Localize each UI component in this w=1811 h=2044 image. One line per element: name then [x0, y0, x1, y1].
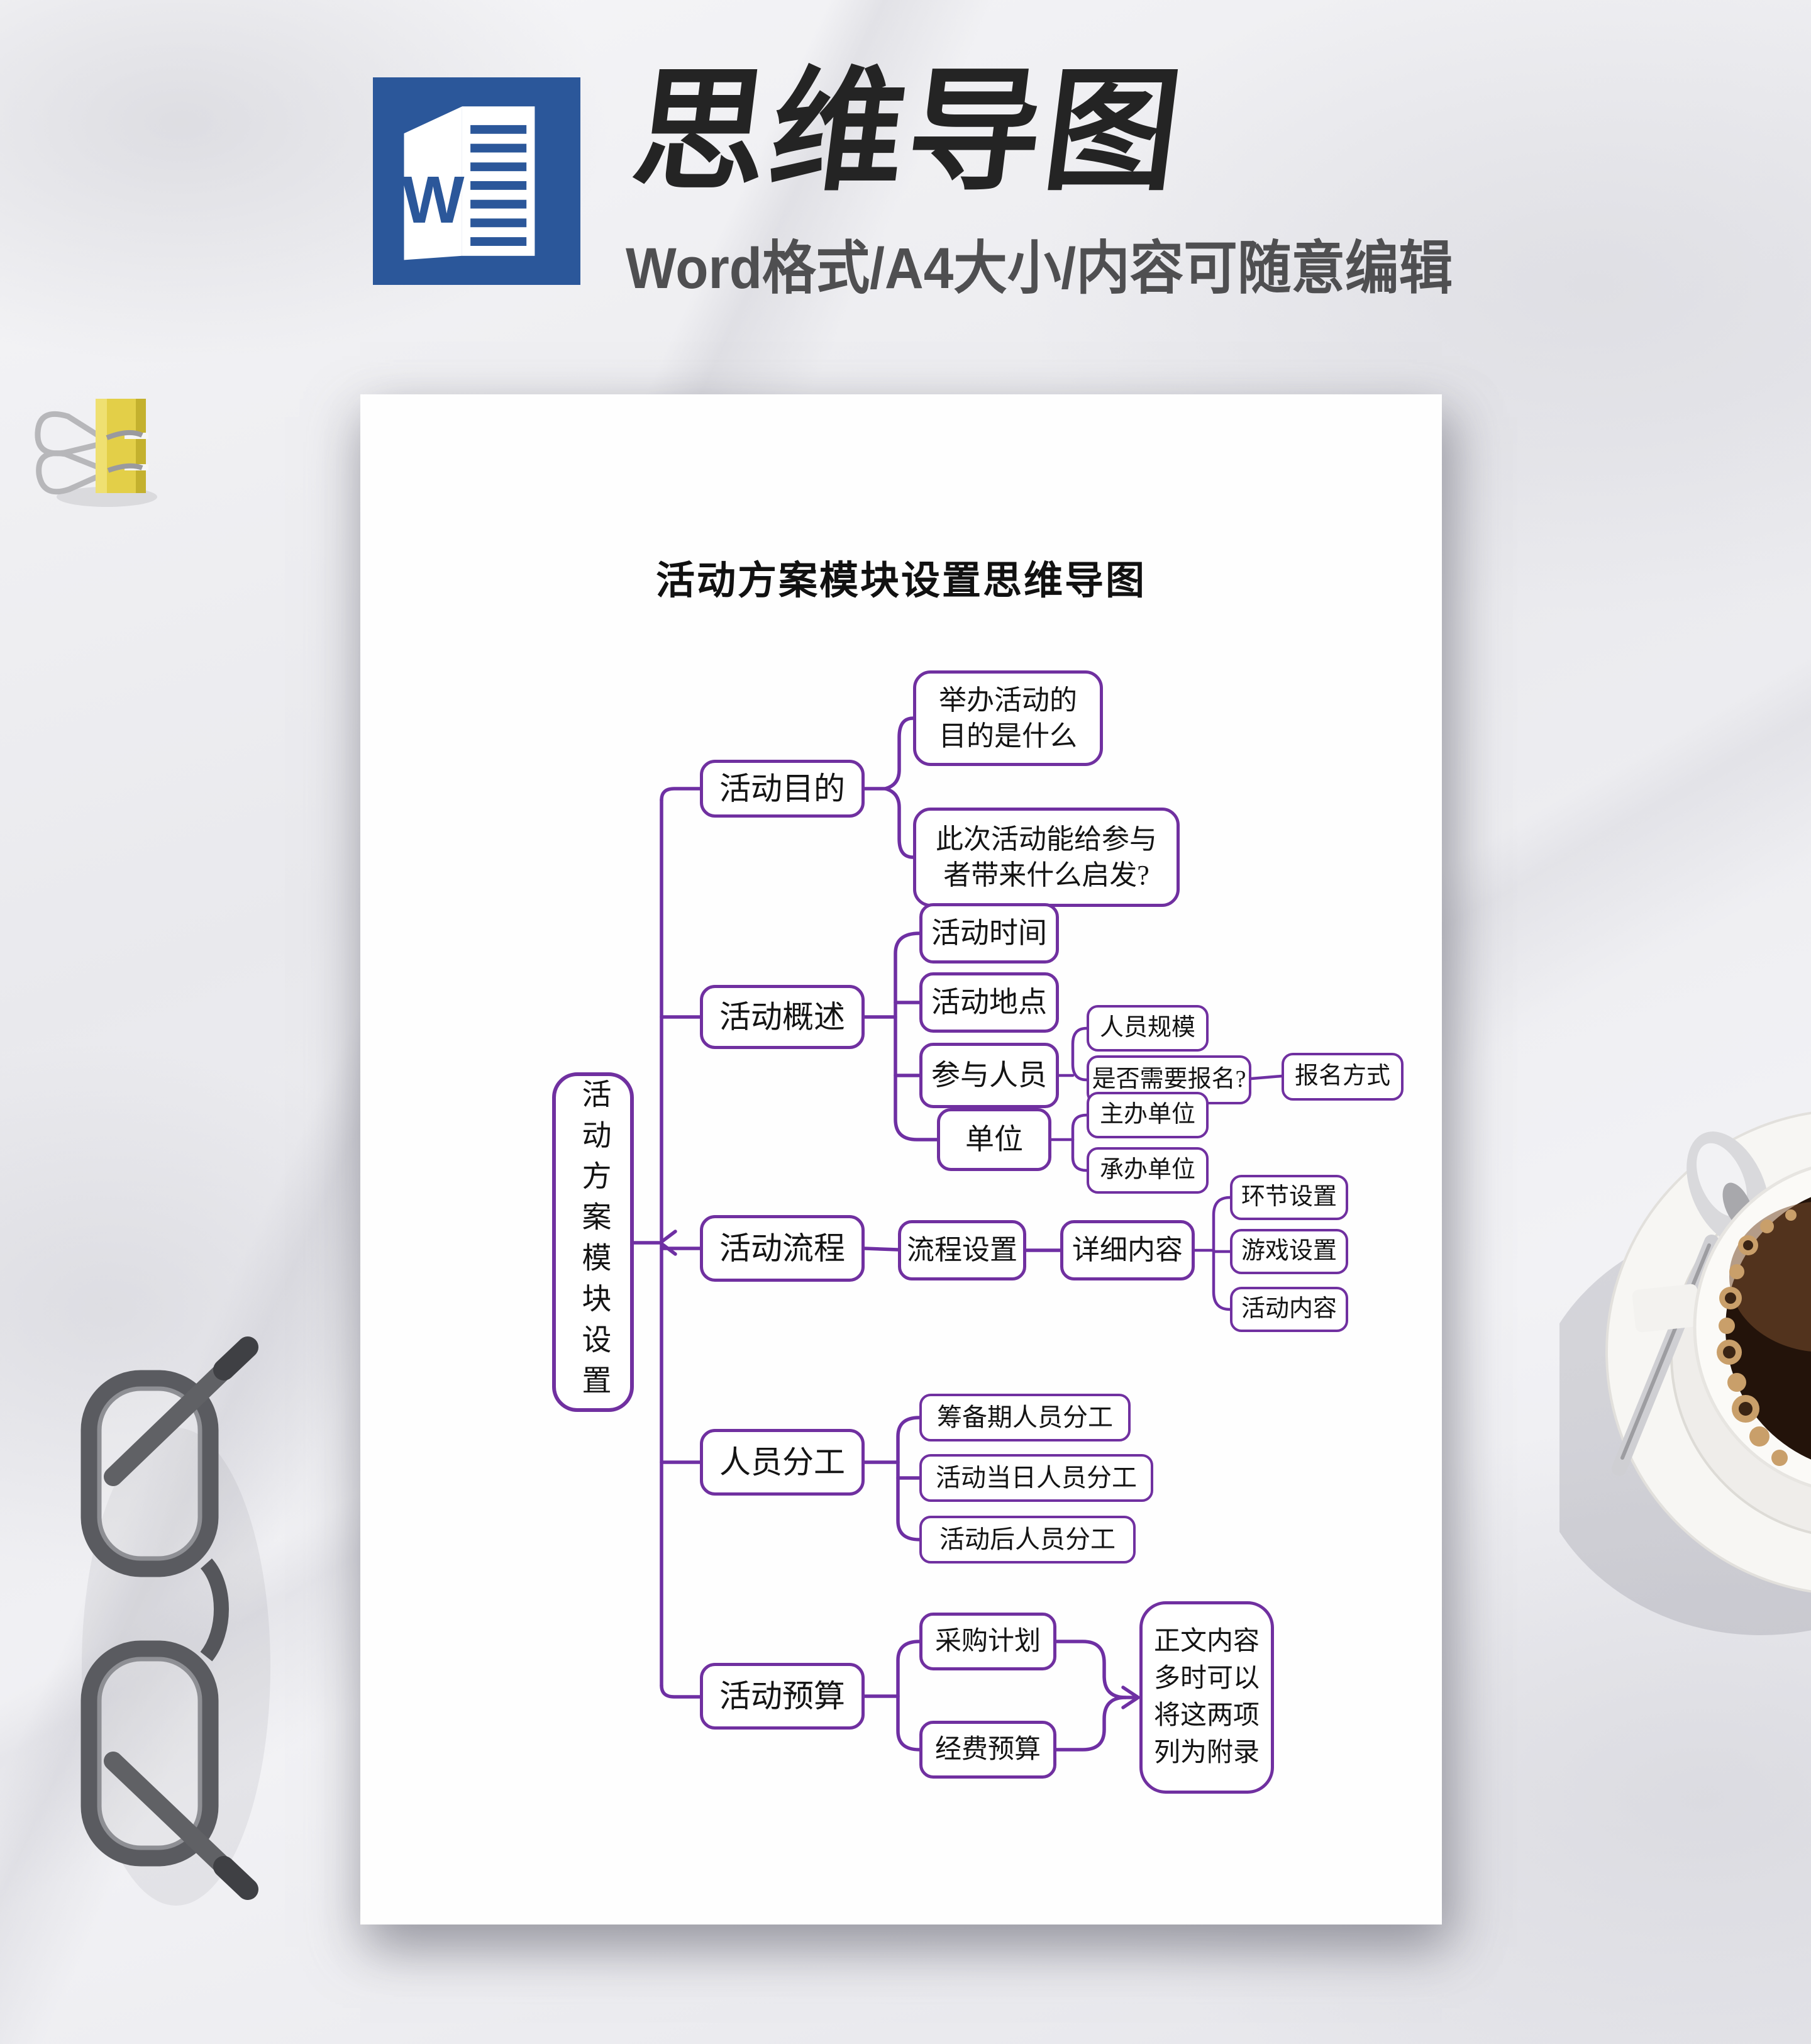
node-participants: 参与人员	[919, 1043, 1059, 1108]
node-root: 活动方案模块设置	[552, 1072, 634, 1412]
binder-clip	[35, 399, 157, 507]
paper-sheet	[360, 394, 1442, 1925]
node-division-prep: 筹备期人员分工	[919, 1394, 1131, 1441]
coffee-cup	[1559, 1111, 1811, 1635]
word-icon: W	[371, 77, 582, 285]
node-division-day: 活动当日人员分工	[919, 1454, 1153, 1502]
node-overview: 活动概述	[700, 985, 865, 1049]
node-detail-content: 详细内容	[1060, 1220, 1195, 1280]
node-time: 活动时间	[919, 903, 1059, 964]
node-activity-content: 活动内容	[1230, 1287, 1348, 1332]
node-expense-budget: 经费预算	[919, 1721, 1056, 1779]
node-purpose: 活动目的	[700, 760, 865, 818]
node-process: 活动流程	[700, 1215, 865, 1282]
doc-title: 活动方案模块设置思维导图	[655, 560, 1146, 603]
node-organizer: 承办单位	[1087, 1147, 1209, 1194]
svg-text:W: W	[402, 163, 465, 237]
node-host: 主办单位	[1087, 1092, 1209, 1138]
node-appendix-note: 正文内容 多时可以 将这两项 列为附录	[1139, 1601, 1274, 1794]
node-game-setting: 游戏设置	[1230, 1229, 1348, 1274]
node-scale: 人员规模	[1087, 1005, 1209, 1052]
node-purchase-plan: 采购计划	[919, 1613, 1056, 1670]
node-purpose-inspire: 此次活动能给参与 者带来什么启发?	[913, 808, 1180, 907]
eyeglasses	[80, 1336, 270, 1906]
node-budget: 活动预算	[700, 1663, 865, 1730]
node-segment-setting: 环节设置	[1230, 1175, 1348, 1220]
page-title: 思维导图	[625, 57, 1192, 206]
node-flow-setting: 流程设置	[898, 1220, 1026, 1280]
node-division-after: 活动后人员分工	[919, 1516, 1136, 1564]
node-place: 活动地点	[919, 972, 1059, 1033]
node-signup-method: 报名方式	[1282, 1053, 1404, 1101]
node-signup: 是否需要报名?	[1087, 1055, 1251, 1104]
node-unit: 单位	[937, 1108, 1051, 1171]
node-purpose-what: 举办活动的 目的是什么	[913, 670, 1103, 766]
node-division: 人员分工	[700, 1429, 865, 1496]
page-subtitle: Word格式/A4大小/内容可随意编辑	[626, 236, 1453, 301]
